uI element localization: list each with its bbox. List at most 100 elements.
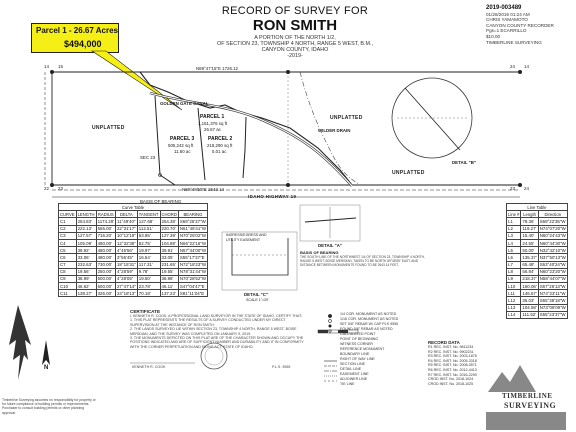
record-data-item: R4 REC. INST. No. 2005-3318: [428, 358, 477, 363]
line-col-length: Length: [520, 210, 539, 219]
curve-cell: 254.38': [159, 217, 179, 226]
curve-cell: 138.27': [75, 289, 97, 298]
detail-c-outline: [231, 238, 289, 276]
legend-item: SET 5/8" REBAR W/ CAP PLS 9555: [340, 322, 399, 326]
curve-cell: 600.00': [95, 282, 116, 291]
corner-number-ne: 24: [510, 64, 515, 69]
tree-icon: [9, 305, 31, 380]
line-cell: L6: [505, 253, 522, 262]
line-cell: N60°23'20"W: [537, 267, 568, 276]
curve-cell: C8: [58, 267, 77, 276]
corner-number-nw: 14: [44, 64, 49, 69]
desc-line-2: OF SECTION 23, TOWNSHIP 4 NORTH, RANGE 5…: [217, 41, 373, 47]
curve-cell: N57°44'00"W: [177, 246, 208, 255]
curve-table-title: Curve Table: [58, 202, 208, 212]
line-cell: 119.27': [520, 224, 539, 233]
curve-col-radius: RADIUS: [95, 210, 116, 219]
curve-cell: 326.00': [95, 289, 116, 298]
legend-item: POINT OF BEGINNING: [340, 337, 379, 341]
section-label: SEC 23: [140, 155, 156, 160]
easement-line-2: UTILITY EASEMENT: [226, 238, 261, 242]
banner-price: $494,000: [64, 39, 102, 49]
line-cell: L10: [505, 282, 522, 291]
curve-cell: C4: [58, 238, 77, 248]
line-col-number: Line #: [505, 210, 522, 219]
corner-number-sw: 22: [44, 186, 49, 191]
canal-inner: [149, 92, 353, 187]
record-data-item: R6 REC. INST. No. 2012-4413: [428, 367, 477, 372]
line-cell: S55°23'37"W: [537, 310, 568, 320]
parcel-3-area: 505,242 sq ft: [168, 143, 194, 148]
banner-parcel-label: Parcel 1 - 26.67 Acres: [36, 26, 118, 35]
curve-cell: C10: [58, 282, 77, 291]
line-cell: L4: [505, 238, 522, 248]
record-date: 01/28/2019 01:24 AM: [486, 11, 530, 17]
curve-cell: 231.65': [159, 260, 179, 269]
curve-cell: 565.00': [95, 224, 116, 233]
legend-item: 1/4 COR. MONUMENT AS NOTED: [340, 312, 397, 316]
curve-cell: 112.51': [136, 224, 161, 233]
line-cell: 24.55': [520, 238, 539, 248]
curve-cell: 38.98': [159, 274, 179, 284]
line-cell: S67°26'13"W: [537, 282, 568, 291]
curve-cell: 500.00': [95, 274, 116, 284]
scale-bar-fill-1: [318, 330, 328, 333]
curve-cell: 104.88': [159, 238, 179, 248]
curve-cell: N72°18'23"W: [177, 260, 208, 269]
south-line-bearing: N89°48'55"E 2643.14: [182, 187, 224, 192]
curve-cell: 9.78': [136, 267, 161, 276]
basis-title: BASIS OF BEARING: [300, 250, 339, 255]
recorder-line-5: TIMBERLINE SURVEYING: [486, 39, 542, 45]
parcel-2-area: 218,290 sq ft: [207, 143, 233, 148]
parcel-3-label: PARCEL 3: [170, 136, 195, 142]
monument-s-quarter: [286, 183, 290, 187]
curve-col-delta: DELTA: [114, 210, 138, 219]
curve-cell: 18°15'31": [114, 260, 138, 269]
parcel-boundary-east: [239, 111, 353, 186]
line-cell: 15.40': [520, 231, 539, 240]
recorder-line-2: CANYON COUNTY RECORDER: [486, 22, 554, 28]
curve-cell: 27°47'14": [114, 282, 138, 291]
record-data-item: R5 REC. INST. No. 2008-0571: [428, 363, 477, 368]
disclaimer: Timberline Surveying assumes no responsi…: [2, 398, 96, 415]
corner-number-ne-2: 14: [524, 64, 529, 69]
detail-a-line: [304, 217, 357, 223]
corner-number-se-2: 24: [524, 186, 529, 191]
line-cell: N58°44'07"W: [537, 274, 568, 284]
legend-symbols: [324, 314, 337, 382]
line-cell: L7: [505, 260, 522, 269]
curve-cell: 19.55': [159, 267, 179, 276]
legend-item: SECTION LINE: [340, 362, 365, 366]
detail-b-line: [404, 87, 461, 151]
line-cell: 56.84': [520, 267, 539, 276]
firm-address-bar: [486, 412, 566, 430]
curve-cell: 137.23': [159, 289, 179, 298]
basis-text: THE SOUTH LINE OF THE NORTHWEST 1/4 OF S…: [300, 255, 425, 267]
surveyor-seal: [200, 342, 228, 370]
parcel-2-label: PARCEL 2: [208, 136, 233, 142]
legend-item: REFERENCE MONUMENT: [340, 347, 385, 351]
curve-col-chord: CHORD: [159, 210, 179, 219]
certificate-block: CERTIFICATE I, KENNETH R. COOK, A PROFES…: [130, 309, 310, 349]
line-cell: N73°08'09"W: [537, 303, 568, 312]
line-cell: L5: [505, 246, 522, 255]
curve-cell: 4°28'59": [114, 267, 138, 276]
recorder-line-4: $10.00: [486, 33, 501, 39]
monument-ne: [518, 70, 522, 74]
record-data-title: RECORD DATA: [428, 340, 460, 345]
curve-cell: C7: [58, 260, 77, 269]
curve-cell: S81°11'04"E: [177, 289, 208, 298]
curve-cell: C9: [58, 274, 77, 284]
unplatted-north: UNPLATTED: [330, 115, 363, 121]
